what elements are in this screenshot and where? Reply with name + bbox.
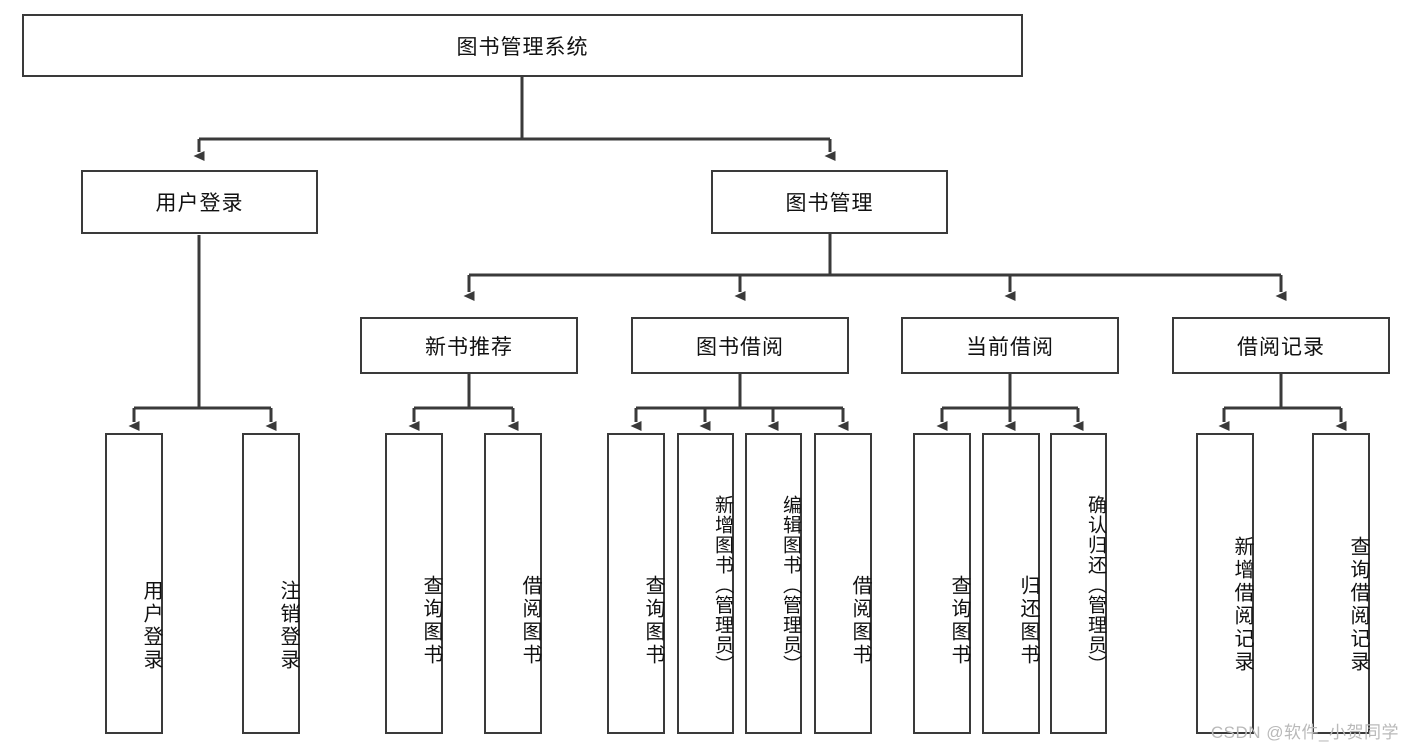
- leaf-label: 编辑图书（管理员）: [780, 494, 801, 675]
- node-current-borrow[interactable]: 当前借阅: [901, 317, 1119, 374]
- leaf-record-add-record[interactable]: 新增借阅记录: [1196, 433, 1254, 734]
- node-current-borrow-label: 当前借阅: [966, 335, 1054, 359]
- leaf-current-confirm-return-admin[interactable]: 确认归还（管理员）: [1050, 433, 1107, 734]
- leaf-new-book-borrow[interactable]: 借阅图书: [484, 433, 542, 734]
- node-user-login-label: 用户登录: [155, 192, 244, 215]
- node-root-label: 图书管理系统: [456, 35, 589, 59]
- leaf-label: 查询借阅记录: [1347, 535, 1369, 674]
- leaf-label: 新增图书（管理员）: [712, 494, 733, 675]
- node-book-borrow[interactable]: 图书借阅: [631, 317, 849, 374]
- leaf-label: 借阅图书: [519, 574, 541, 667]
- leaf-user-login-login[interactable]: 用户登录: [105, 433, 163, 734]
- leaf-record-query-record[interactable]: 查询借阅记录: [1312, 433, 1370, 734]
- leaf-label: 归还图书: [1017, 574, 1039, 667]
- node-borrow-record[interactable]: 借阅记录: [1172, 317, 1390, 374]
- leaf-label: 查询图书: [420, 574, 442, 667]
- node-book-borrow-label: 图书借阅: [696, 335, 784, 359]
- node-borrow-record-label: 借阅记录: [1237, 335, 1325, 359]
- leaf-borrow-add-book-admin[interactable]: 新增图书（管理员）: [677, 433, 734, 734]
- leaf-label: 查询图书: [642, 574, 664, 667]
- leaf-current-query-book[interactable]: 查询图书: [913, 433, 971, 734]
- node-new-book-recommend-label: 新书推荐: [425, 335, 513, 359]
- node-user-login[interactable]: 用户登录: [81, 170, 318, 234]
- leaf-new-book-query[interactable]: 查询图书: [385, 433, 443, 734]
- leaf-borrow-edit-book-admin[interactable]: 编辑图书（管理员）: [745, 433, 802, 734]
- leaf-label: 新增借阅记录: [1231, 535, 1253, 674]
- leaf-label: 用户登录: [140, 579, 162, 672]
- node-root[interactable]: 图书管理系统: [22, 14, 1023, 77]
- leaf-label: 确认归还（管理员）: [1085, 494, 1106, 675]
- leaf-user-login-logout[interactable]: 注销登录: [242, 433, 300, 734]
- node-book-management[interactable]: 图书管理: [711, 170, 948, 234]
- leaf-current-return-book[interactable]: 归还图书: [982, 433, 1040, 734]
- leaf-borrow-borrow-book[interactable]: 借阅图书: [814, 433, 872, 734]
- leaf-label: 借阅图书: [849, 574, 871, 667]
- node-book-management-label: 图书管理: [785, 192, 874, 215]
- node-new-book-recommend[interactable]: 新书推荐: [360, 317, 578, 374]
- leaf-label: 查询图书: [948, 574, 970, 667]
- leaf-borrow-query-book[interactable]: 查询图书: [607, 433, 665, 734]
- watermark: CSDN @软件_小贺同学: [1210, 723, 1399, 742]
- leaf-label: 注销登录: [277, 579, 299, 672]
